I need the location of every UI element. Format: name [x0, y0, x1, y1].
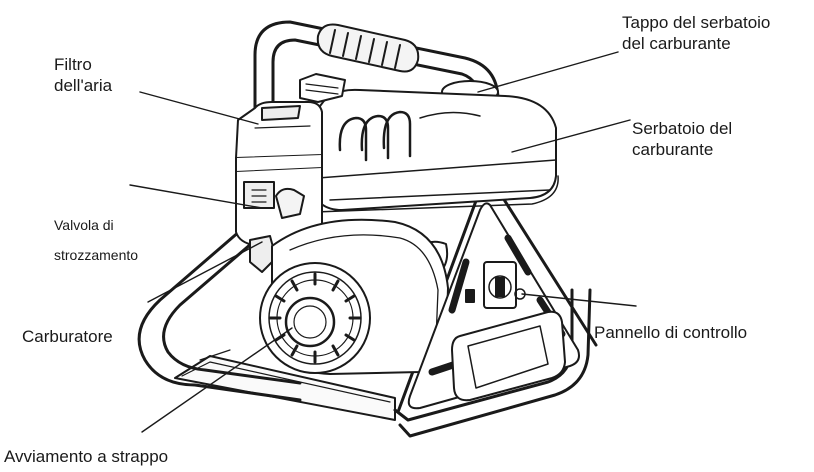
- label-fuel-tank-line2: carburante: [632, 140, 714, 159]
- air-filter-shape: [235, 101, 323, 173]
- label-control-panel: Pannello di controllo: [594, 323, 748, 342]
- leader-lines: [129, 51, 637, 433]
- label-choke-line2: strozzamento: [54, 247, 139, 263]
- leader-fuel-tank: [511, 119, 631, 153]
- label-fuel-cap-line1: Tappo del serbatoio: [622, 13, 771, 32]
- label-choke-line1: Valvola di: [54, 217, 114, 233]
- handle-grip: [316, 23, 420, 73]
- leader-fuel-cap: [477, 51, 619, 93]
- fuel-tank-shape: [306, 88, 559, 213]
- label-carburetor: Carburatore: [22, 327, 113, 346]
- label-air-filter: Filtro dell'aria: [54, 54, 112, 96]
- leader-choke: [129, 184, 263, 209]
- label-air-filter-line2: dell'aria: [54, 76, 113, 95]
- label-fuel-cap: Tappo del serbatoio del carburante: [622, 12, 770, 54]
- label-fuel-cap-line2: del carburante: [622, 34, 731, 53]
- recoil-starter-shape: [259, 262, 371, 374]
- label-recoil-start: Avviamento a strappo: [4, 447, 169, 466]
- label-fuel-tank-line1: Serbatoio del: [632, 119, 733, 138]
- control-panel-shape: [407, 202, 580, 410]
- label-fuel-tank: Serbatoio del carburante: [632, 118, 732, 160]
- leader-carburetor: [147, 241, 263, 303]
- leader-recoil-start: [141, 327, 293, 433]
- leader-air-filter: [139, 91, 259, 125]
- label-air-filter-line1: Filtro: [54, 55, 92, 74]
- leader-control-panel: [521, 293, 637, 307]
- label-choke: Valvola di strozzamento: [54, 216, 138, 264]
